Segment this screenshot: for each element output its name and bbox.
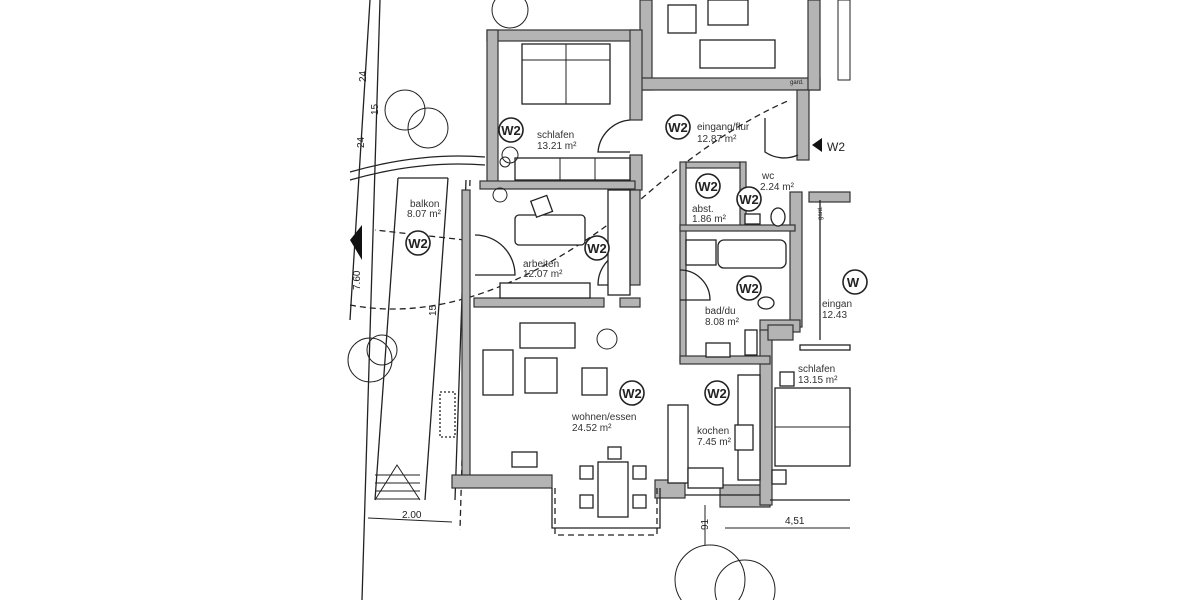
upper-apartment [639, 0, 851, 91]
svg-text:15: 15 [428, 304, 439, 316]
svg-text:kochen: kochen [697, 426, 729, 437]
svg-text:7.45 m²: 7.45 m² [697, 437, 732, 448]
svg-text:W2: W2 [622, 386, 642, 401]
room-bad-du: W2 bad/du 8.08 m² [705, 275, 762, 328]
svg-text:24: 24 [356, 136, 367, 148]
svg-text:W2: W2 [501, 123, 521, 138]
svg-text:12.43: 12.43 [822, 310, 847, 321]
walls [451, 29, 851, 536]
room-schlafen-1: W2 schlafen 13.21 m² [498, 117, 577, 152]
entrance-arrow-icon [812, 138, 822, 152]
svg-text:7.60: 7.60 [352, 270, 363, 290]
svg-text:1.86 m²: 1.86 m² [692, 214, 727, 225]
svg-text:schlafen: schlafen [798, 364, 835, 375]
svg-text:abst.: abst. [692, 204, 714, 215]
svg-text:2.24 m²: 2.24 m² [760, 182, 795, 193]
room-wohnen-essen: W2 wohnen/essen 24.52 m² [571, 380, 645, 434]
svg-text:8.07 m²: 8.07 m² [407, 209, 442, 220]
room-wc: W2 wc 2.24 m² [736, 171, 795, 212]
balcony [374, 177, 456, 501]
svg-text:13.15 m²: 13.15 m² [798, 375, 838, 386]
furniture [482, 43, 851, 518]
svg-text:13.21 m²: 13.21 m² [537, 141, 577, 152]
svg-text:W2: W2 [698, 179, 718, 194]
svg-text:W: W [847, 275, 860, 290]
svg-text:wc: wc [761, 171, 774, 182]
svg-text:W2: W2 [587, 241, 607, 256]
svg-text:W2: W2 [668, 120, 688, 135]
svg-text:8.08 m²: 8.08 m² [705, 317, 740, 328]
room-eingang-flur: W2 eingang/flur 12.87 m² W2 [665, 114, 845, 154]
svg-text:gard.: gard. [818, 206, 824, 220]
svg-text:schlafen: schlafen [537, 130, 574, 141]
svg-text:2.00: 2.00 [402, 510, 422, 521]
svg-text:W2: W2 [827, 140, 845, 154]
svg-text:eingan: eingan [822, 299, 852, 310]
svg-text:wohnen/essen: wohnen/essen [571, 412, 637, 423]
room-arbeiten: W2 arbeiten 12.07 m² [523, 235, 610, 280]
room-balkon: W2 balkon 8.07 m² [405, 199, 442, 256]
svg-text:4,51: 4,51 [785, 516, 805, 527]
svg-text:balkon: balkon [410, 199, 439, 210]
svg-text:bad/du: bad/du [705, 306, 736, 317]
north-arrow-icon [350, 225, 362, 260]
svg-text:eingang/flur: eingang/flur [697, 122, 750, 133]
room-eingang-2: W eingan 12.43 [822, 269, 868, 321]
svg-text:arbeiten: arbeiten [523, 259, 559, 270]
svg-text:24.52 m²: 24.52 m² [572, 423, 612, 434]
svg-text:W2: W2 [739, 281, 759, 296]
svg-text:12.07 m²: 12.07 m² [523, 269, 563, 280]
svg-text:gard.: gard. [790, 80, 804, 86]
svg-text:24: 24 [358, 70, 369, 82]
svg-text:W2: W2 [739, 192, 759, 207]
room-schlafen-2: schlafen 13.15 m² [798, 364, 838, 386]
dimensions: 24 24 15 7.60 15 2.00 4,51 91 gard. gard… [352, 70, 850, 545]
room-kochen: W2 kochen 7.45 m² [697, 380, 732, 448]
svg-text:15: 15 [370, 103, 381, 115]
svg-text:W2: W2 [408, 236, 428, 251]
svg-text:12.87 m²: 12.87 m² [697, 134, 737, 145]
svg-text:W2: W2 [707, 386, 727, 401]
room-abst: W2 abst. 1.86 m² [692, 173, 727, 225]
